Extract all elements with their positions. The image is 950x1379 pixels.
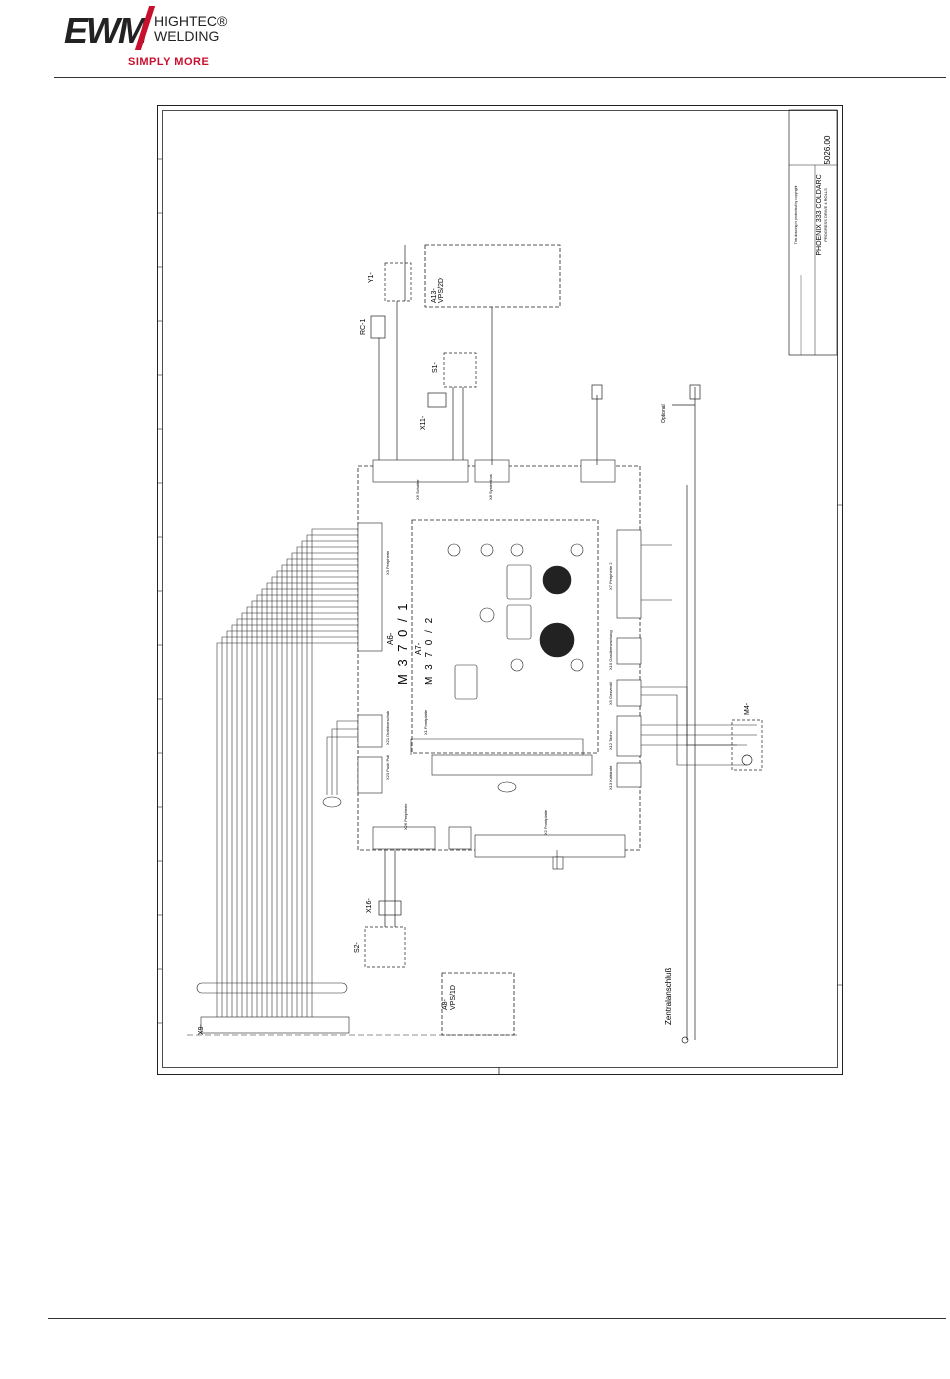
m4-label: M4- xyxy=(744,702,751,715)
product-name: PHOENIX 333 COLDARC xyxy=(816,174,823,255)
ewm-logo: EWM HIGHTEC® WELDING SIMPLY MORE xyxy=(64,6,234,70)
s1-switch xyxy=(427,352,477,465)
optional-label: Optional xyxy=(661,404,667,423)
s1-label: S1- xyxy=(432,361,439,373)
logo-tagline: SIMPLY MORE xyxy=(128,56,210,68)
connector-x6 xyxy=(372,459,616,483)
ferrite-ring xyxy=(322,796,342,808)
wiring-diagram-svg: 5026.00 PHOENIX 333 COLDARC PROGRESS DRI… xyxy=(157,105,843,1075)
rc1-y1-group xyxy=(370,245,412,465)
s2-x16 xyxy=(364,850,406,968)
s2-label: S2- xyxy=(354,941,361,953)
motor-wires xyxy=(641,544,757,766)
zentralanschluss-label: Zentralanschluß xyxy=(664,968,673,1025)
x3-caption: X3 Peripherie xyxy=(385,550,390,575)
connector-x3 xyxy=(357,522,383,794)
footer-rule xyxy=(48,1318,946,1319)
x6-caption: X6 Schalter xyxy=(415,479,420,500)
a13-label: A13- xyxy=(431,288,438,303)
drawing-number: 5026.00 xyxy=(823,135,832,164)
x7-caption: X7 Peripherie 2 xyxy=(608,562,613,590)
x1-caption: X1 Frontplatte xyxy=(423,709,428,735)
a8-type: VPS/1D xyxy=(450,985,457,1010)
x23-caption: X23 Push Pull xyxy=(385,755,390,780)
x21-caption: X21 Drahtvorschub xyxy=(385,710,390,745)
a8-label: A8- xyxy=(442,998,449,1010)
a7-label: A7- xyxy=(414,642,423,655)
y1-label: Y1- xyxy=(368,271,375,283)
board-bottom-connectors xyxy=(372,826,626,870)
x5-caption: X5 Gasventil xyxy=(608,682,613,705)
drawing-inner-frame xyxy=(162,110,838,1068)
module-a13 xyxy=(424,244,561,308)
panel-a7 xyxy=(411,519,599,754)
bundle-sleeve xyxy=(196,982,348,994)
x16-label: X16- xyxy=(366,898,373,913)
a13-type: VPS/2D xyxy=(438,278,445,303)
a7-type: M 3 7 0 / 2 xyxy=(424,616,435,685)
right-connectors xyxy=(616,529,642,788)
a6-label: A6- xyxy=(386,632,395,645)
border-ticks xyxy=(157,158,843,1024)
copyright-note: This drawing is protected by copyright xyxy=(794,186,798,245)
systembus-lines xyxy=(491,307,701,485)
a6-type: M 3 7 0 / 1 xyxy=(395,602,410,685)
bundle-wires xyxy=(216,528,358,1025)
header-rule xyxy=(54,77,946,78)
x11-label: X11- xyxy=(420,415,427,430)
x2-caption: X2 Frontplatte xyxy=(543,809,548,835)
terminal-x9 xyxy=(200,1016,350,1034)
rc1-label: RC-1 xyxy=(360,319,367,335)
page-header: EWM HIGHTEC® WELDING SIMPLY MORE xyxy=(0,0,950,80)
motor-m4 xyxy=(731,719,763,771)
x8-caption: X8 Systembus xyxy=(488,474,493,500)
title-subtitle: PROGRESS DRIVE 4 ROLLS xyxy=(823,188,828,242)
central-connection xyxy=(681,485,696,1044)
x10-caption: X10 Gasüberwachung xyxy=(608,630,613,670)
wiring-diagram: 5026.00 PHOENIX 333 COLDARC PROGRESS DRI… xyxy=(157,105,843,1075)
panel-a7-details xyxy=(447,543,584,700)
logo-brand: EWM xyxy=(64,10,148,51)
x13-caption: X13 Kaltdraht xyxy=(608,765,613,790)
x12-caption: X12 Tacho xyxy=(608,730,613,750)
x26-caption: X26 Peripherie xyxy=(403,803,408,830)
drawing-frame xyxy=(157,105,843,1075)
logo-subtitle: HIGHTEC® WELDING xyxy=(154,13,228,44)
x9-label: X9- xyxy=(198,1023,205,1035)
title-block: 5026.00 PHOENIX 333 COLDARC PROGRESS DRI… xyxy=(788,109,838,356)
